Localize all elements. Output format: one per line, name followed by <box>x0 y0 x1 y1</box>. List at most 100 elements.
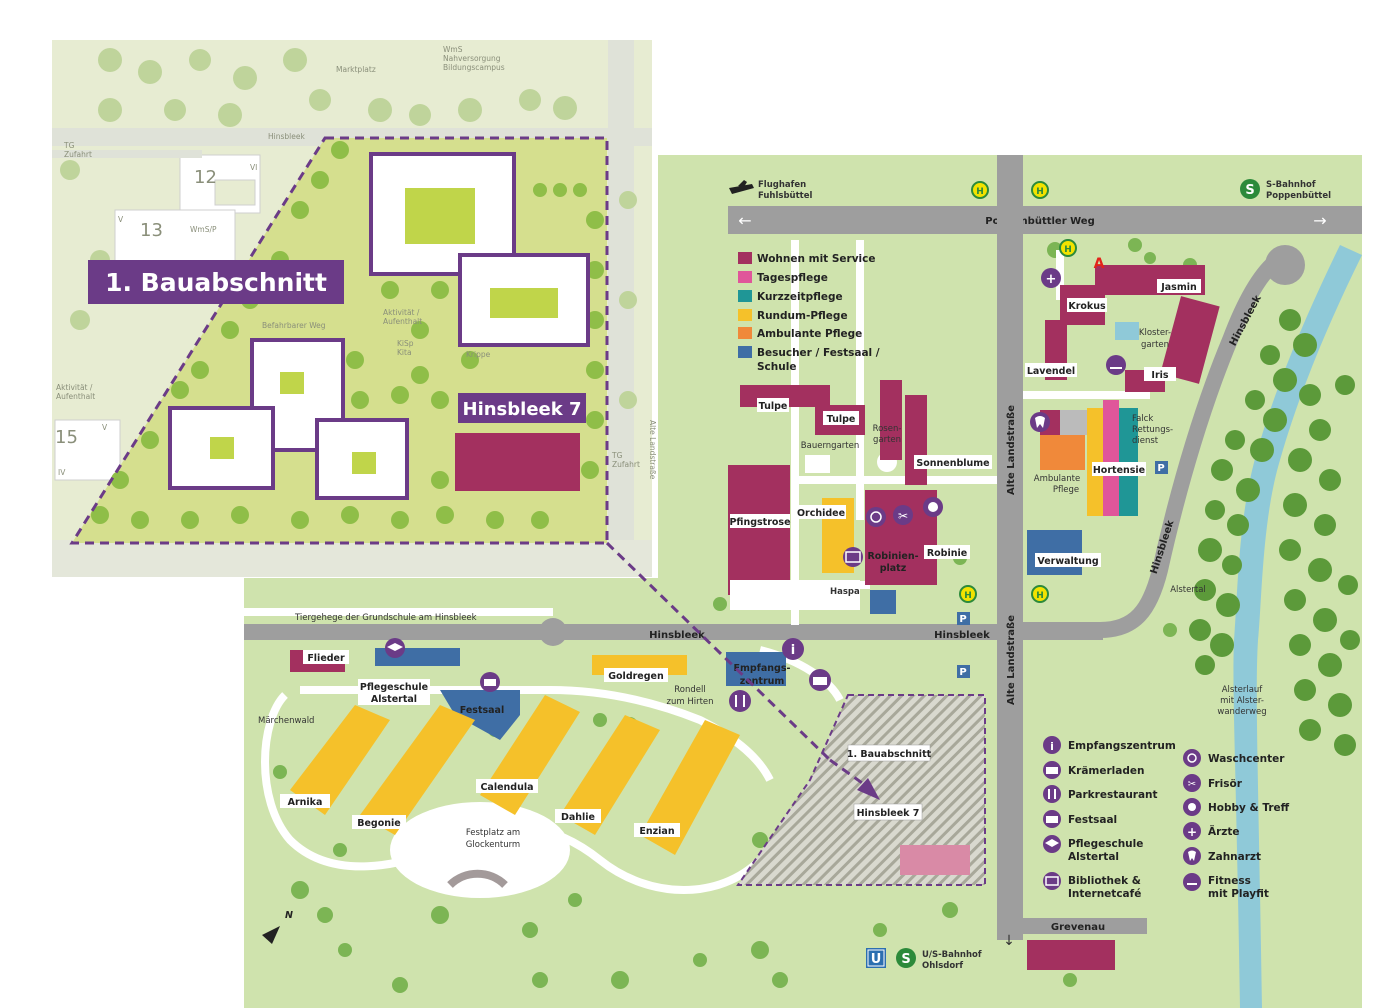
inset-hinsbleek: Hinsbleek <box>268 132 305 141</box>
u-bahn-icon: U <box>866 948 886 968</box>
basket-icon <box>1043 761 1061 779</box>
label-tulpe-2: Tulpe <box>827 414 856 425</box>
label-flughafen-1: Flughafen <box>758 180 806 190</box>
svg-text:+: + <box>1046 272 1057 287</box>
inset-krippe: Krippe <box>466 350 491 359</box>
label-maerchenwald: Märchenwald <box>258 716 314 726</box>
legend-item-2: Kurzzeitpflege <box>757 291 843 303</box>
building-labels-north: Tulpe Tulpe Bauerngarten Rosen- garten S… <box>729 398 992 597</box>
svg-text:i: i <box>1050 740 1054 753</box>
label-ambulante-pflege-2: Pflege <box>1053 485 1079 495</box>
inset-befahrbarer: Befahrbarer Weg <box>262 321 326 330</box>
label-robinienplatz-1: Robinien- <box>867 551 918 562</box>
arrow-left-icon: ← <box>738 211 751 230</box>
facility-waschcenter: Waschcenter <box>1208 753 1285 765</box>
main-map: Poppenbüttler Weg ← → Alte Landstraße Al… <box>244 155 1362 1008</box>
facility-zahnarzt: Zahnarzt <box>1208 851 1261 863</box>
label-flieder: Flieder <box>307 653 345 664</box>
label-rosengarten-2: garten <box>873 435 901 445</box>
bauabschnitt-badge <box>88 260 344 304</box>
building-labels-east: Krokus Jasmin Kloster- garten Lavendel I… <box>957 279 1267 717</box>
label-rosengarten-1: Rosen- <box>873 424 902 434</box>
inset-zufahrt: Zufahrt <box>64 150 92 159</box>
facility-kraemerladen: Krämerladen <box>1068 765 1144 777</box>
label-tiergehege: Tiergehege der Grundschule am Hinsbleek <box>294 613 477 623</box>
north-label: N <box>285 910 293 921</box>
legend-item-5b: Schule <box>757 361 796 373</box>
label-begonie: Begonie <box>357 818 400 829</box>
washing-icon <box>1183 749 1201 767</box>
label-alsterlauf-2: mit Alster- <box>1220 696 1264 706</box>
label-sbahn-2: Poppenbüttel <box>1266 191 1331 201</box>
svg-text:✂: ✂ <box>898 509 908 523</box>
bus-stop-icon: H <box>1059 239 1077 257</box>
road-hinsbleek-b: Hinsbleek <box>934 630 990 641</box>
legend-item-1: Tagespflege <box>757 272 828 284</box>
label-rondell-1: Rondell <box>674 685 705 695</box>
info-icon: i <box>782 638 804 660</box>
label-festplatz-1: Festplatz am <box>466 828 520 838</box>
label-ubahn-1: U/S-Bahnhof <box>922 950 982 960</box>
inset-kita: Kita <box>397 348 412 357</box>
hinsbleek7-future-building <box>900 845 970 875</box>
festsaal-icon <box>1043 810 1061 828</box>
label-empfangszentrum-1: Empfangs- <box>734 663 791 674</box>
inset-aufenthalt-2: Aufenthalt <box>56 392 95 401</box>
cutlery-icon <box>729 690 751 712</box>
airplane-icon <box>729 180 754 194</box>
inset-nahversorgung: Nahversorgung <box>443 54 501 63</box>
legend-item-4: Ambulante Pflege <box>757 328 862 340</box>
label-festsaal: Festsaal <box>460 705 504 716</box>
svg-text:H: H <box>1064 245 1072 255</box>
inset-aufenthalt-1: Aufenthalt <box>383 317 422 326</box>
inset-aktivitaet-2: Aktivität / <box>56 383 93 392</box>
facility-aerzte: Ärzte <box>1208 824 1240 838</box>
inset-tg: TG <box>63 141 75 150</box>
transport-labels: Flughafen Fuhlsbüttel S-Bahnhof Poppenbü… <box>758 180 1331 971</box>
label-lavendel: Lavendel <box>1027 366 1075 377</box>
inset-aktivitaet-1: Aktivität / <box>383 308 420 317</box>
s-bahn-icon: S <box>896 948 916 968</box>
facility-hobby: Hobby & Treff <box>1208 802 1290 814</box>
s-bahn-icon: S <box>1240 179 1260 199</box>
facility-festsaal: Festsaal <box>1068 814 1117 826</box>
parking-icon: P <box>959 614 966 625</box>
map-icons: ✂ + A i H H H H H S U S <box>385 179 1260 968</box>
cross-icon: + <box>1041 268 1061 288</box>
hinsbleek7-badge <box>458 393 586 423</box>
facility-bibliothek-1: Bibliothek & <box>1068 875 1141 887</box>
facility-frisoer: Frisör <box>1208 778 1243 790</box>
scissors-icon: ✂ <box>893 505 913 525</box>
block-number-12: 12 <box>194 167 217 188</box>
label-sbahn-1: S-Bahnhof <box>1266 180 1316 190</box>
inset-wms: WmS <box>443 45 463 54</box>
bus-stop-icon: H <box>959 585 977 603</box>
label-festplatz-2: Glockenturm <box>466 840 520 850</box>
basket-icon <box>809 669 831 691</box>
bus-stop-icon: H <box>1031 585 1049 603</box>
facility-empfangszentrum: Empfangszentrum <box>1068 740 1176 752</box>
block-number-15: 15 <box>55 427 78 448</box>
label-pflegeschule-1: Pflegeschule <box>360 682 428 693</box>
svg-text:+: + <box>1187 825 1197 839</box>
label-alsterlauf-1: Alsterlauf <box>1222 685 1264 695</box>
label-pfingstrose: Pfingstrose <box>729 517 790 528</box>
label-robinie: Robinie <box>927 548 967 559</box>
bus-stop-icon: H <box>971 181 989 199</box>
label-krokus: Krokus <box>1068 301 1106 312</box>
connector-arrow-icon <box>857 778 880 800</box>
arrow-down-icon: ↓ <box>1003 933 1015 949</box>
palette-icon <box>923 497 943 517</box>
svg-text:H: H <box>1036 591 1044 601</box>
facility-fitness-2: mit Playfit <box>1208 888 1269 900</box>
svg-text:✂: ✂ <box>1188 779 1196 790</box>
hinsbleek7-badge-label: Hinsbleek 7 <box>463 399 582 420</box>
bus-stop-icon: H <box>1031 181 1049 199</box>
north-arrow-icon <box>262 926 280 944</box>
label-jasmin: Jasmin <box>1160 282 1197 293</box>
washing-icon <box>866 507 886 527</box>
label-klostergarten-1: Kloster- <box>1139 328 1171 338</box>
label-calendula: Calendula <box>480 782 533 793</box>
graduation-icon <box>385 638 405 658</box>
